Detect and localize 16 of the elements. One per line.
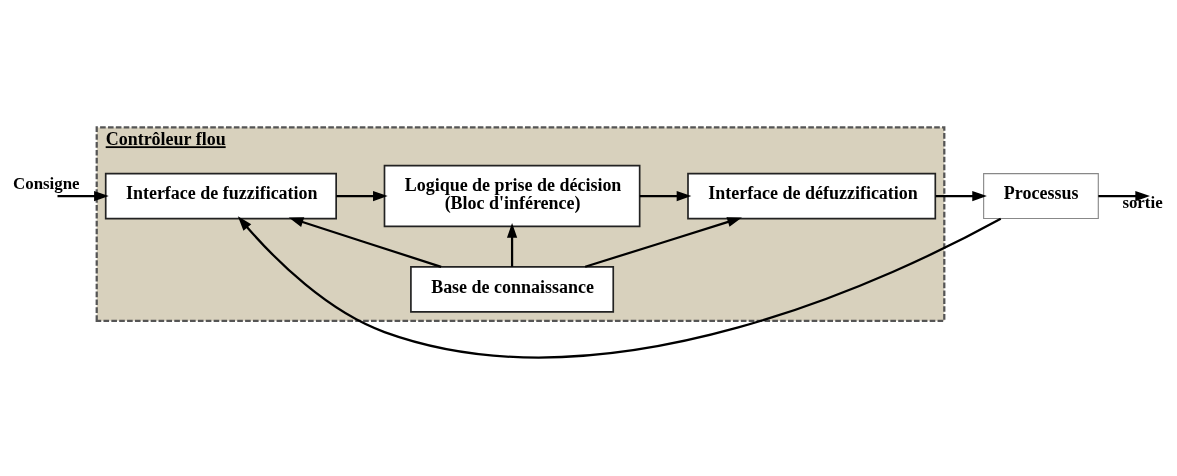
arrow [1098,190,1150,202]
node-box: Processus [983,173,1099,220]
node-box: Logique de prise de décision (Bloc d'inférence) [383,164,641,228]
arrow [506,223,518,267]
arrow [935,190,987,202]
arrow [584,217,742,268]
node-box: Interface de fuzzification [104,172,337,220]
arrow [336,190,388,202]
arrow [288,217,442,268]
node-box: Base de connaissance [410,266,615,313]
arrow [57,190,109,202]
edge-label: Consigne [13,174,80,194]
arrow [237,216,1002,358]
node-box: Interface de défuzzification [687,172,937,220]
arrow [639,190,692,202]
edge-label: sortie [1122,193,1163,213]
